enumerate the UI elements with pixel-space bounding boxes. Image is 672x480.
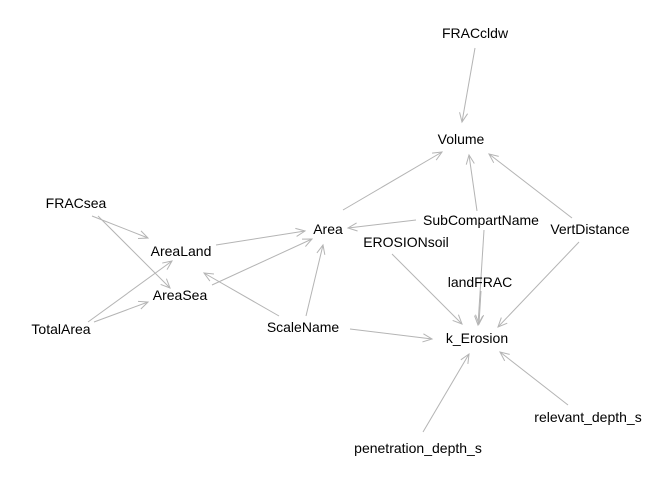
node-landfrac: landFRAC: [448, 274, 513, 290]
edge-erosionsoil-to-k_erosion: [391, 253, 463, 325]
edge-area-to-volume: [342, 151, 443, 211]
edge-scalename-to-area: [305, 244, 324, 317]
arrowhead-areasea-to-area: [301, 238, 314, 247]
node-layer: FRACcldw Volume FRACsea AreaLand Area Su…: [31, 25, 641, 456]
edge-relevant_depth_s-to-k_erosion: [499, 351, 569, 406]
edge-subcompartname-to-area: [347, 219, 417, 229]
edge-subcompartname-to-volume: [468, 154, 478, 212]
node-fracsea: FRACsea: [46, 195, 107, 211]
arrowhead-totalarea-to-areasea: [137, 300, 150, 310]
arrowhead-arealand-to-area: [295, 227, 307, 237]
edge-vertdistance-to-volume: [488, 153, 573, 219]
node-vertdistance: VertDistance: [550, 221, 630, 237]
edge-vertdistance-to-k_erosion: [497, 241, 580, 328]
node-erosionsoil: EROSIONsoil: [363, 234, 449, 250]
arrowhead-scalename-to-area: [316, 243, 326, 255]
arrowhead-subcompartname-to-volume: [465, 153, 475, 165]
edge-fracsea-to-arealand: [91, 215, 149, 239]
edge-layer: [87, 47, 580, 433]
edge-areasea-to-area: [211, 238, 313, 286]
arrowhead-totalarea-to-arealand: [162, 260, 173, 270]
arrowhead-vertdistance-to-volume: [488, 153, 499, 164]
arrowhead-area-to-volume: [432, 151, 444, 161]
edge-scalename-to-arealand: [203, 272, 280, 317]
node-scalename: ScaleName: [267, 319, 340, 335]
edge-totalarea-to-areasea: [93, 301, 149, 323]
arrowhead-vertdistance-to-k_erosion: [497, 317, 508, 328]
arrowhead-erosionsoil-to-k_erosion: [452, 314, 463, 325]
node-fraccldw: FRACcldw: [442, 25, 509, 41]
arrowhead-fraccldw-to-volume: [459, 112, 469, 124]
arrowhead-penetration_depth_s-to-k_erosion: [460, 352, 470, 364]
node-arealand: AreaLand: [151, 243, 212, 259]
node-areasea: AreaSea: [153, 287, 208, 303]
arrowhead-fracsea-to-arealand: [137, 230, 150, 239]
node-k-erosion: k_Erosion: [446, 330, 508, 346]
edge-landfrac-to-k_erosion: [478, 290, 482, 325]
edge-penetration_depth_s-to-k_erosion: [422, 353, 470, 433]
arrowhead-subcompartname-to-area: [346, 222, 358, 232]
edge-fraccldw-to-volume: [461, 47, 476, 123]
edge-totalarea-to-arealand: [87, 260, 173, 323]
node-relevant-depth-s: relevant_depth_s: [534, 409, 641, 425]
edge-subcompartname-to-k_erosion: [477, 229, 485, 326]
arrowhead-landfrac-to-k_erosion: [475, 314, 485, 326]
arrowhead-scalename-to-k_erosion: [422, 333, 434, 343]
node-penetration-depth-s: penetration_depth_s: [354, 440, 482, 456]
arrowhead-scalename-to-arealand: [202, 272, 214, 282]
edge-scalename-to-k_erosion: [349, 328, 433, 340]
node-volume: Volume: [438, 131, 485, 147]
edge-arealand-to-area: [215, 230, 306, 246]
arrowhead-fracsea-to-areasea: [160, 278, 171, 289]
node-area: Area: [313, 221, 343, 237]
arrowhead-relevant_depth_s-to-k_erosion: [499, 351, 510, 362]
node-totalarea: TotalArea: [31, 321, 90, 337]
node-subcompartname: SubCompartName: [423, 212, 539, 228]
edge-fracsea-to-areasea: [97, 215, 171, 289]
